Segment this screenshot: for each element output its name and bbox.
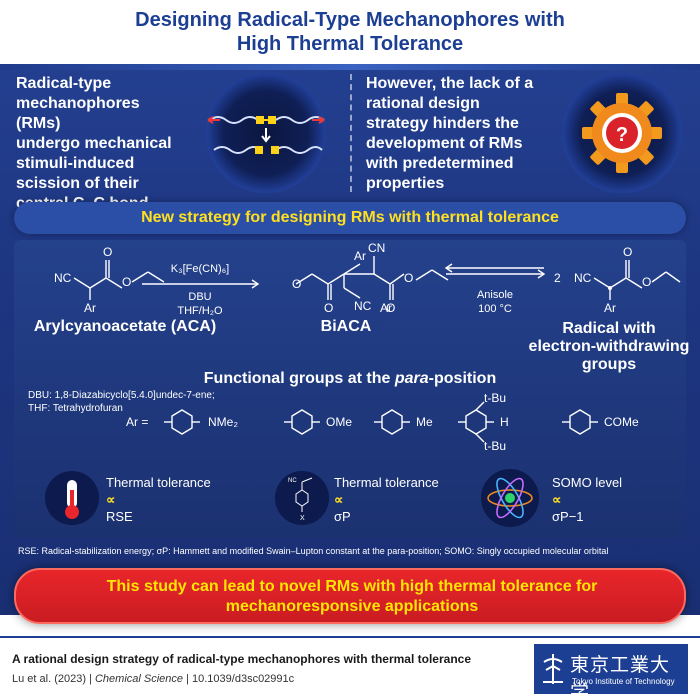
correlation-somo: SOMO level ∝ σP−1: [552, 474, 622, 525]
university-emblem-icon: [543, 654, 563, 684]
radical-label: Radical with electron-withdrawing groups: [528, 320, 690, 373]
abbrev-thf: THF: Tetrahydrofuran: [28, 403, 123, 414]
correlation-sigma: Thermal tolerance ∝ σP: [334, 474, 439, 525]
institution-logo: 東京工業大学 Tokyo Institute of Technology: [534, 644, 688, 700]
intro-left-text: Radical-type mechanophores (RMs) undergo…: [16, 75, 172, 212]
atom-orbital-icon: [481, 469, 539, 527]
biaca-o-right: O: [404, 271, 413, 285]
gear-question-icon: ?: [562, 73, 682, 193]
biaca-o-left: O: [292, 277, 301, 291]
ar-equals-label: Ar =: [126, 415, 148, 429]
radical-coefficient: 2: [554, 271, 561, 285]
aca-icon-x: X: [300, 515, 305, 522]
thermometer-icon: [45, 471, 99, 525]
biaca-o-right-carbonyl: O: [386, 301, 395, 315]
group-nme2: NMe₂: [208, 415, 238, 429]
title-band: [0, 0, 700, 64]
proportional-symbol-2: ∝: [334, 492, 344, 507]
conclusion-banner: This study can lead to novel RMs with hi…: [14, 568, 686, 624]
citation-authors: Lu et al. (2023): [12, 673, 86, 685]
citation: Lu et al. (2023) | Chemical Science | 10…: [12, 673, 295, 685]
footer-divider: [0, 636, 700, 638]
reaction-scheme-panel: [14, 240, 686, 538]
correlation-rse-value: RSE: [106, 509, 133, 524]
proportional-symbol-1: ∝: [106, 492, 116, 507]
aryl-group-row: Ar = NMe₂ OMe Me H t-Bu t-Bu COMe: [126, 392, 639, 453]
title-line-2: High Thermal Tolerance: [236, 33, 464, 55]
conclusion-line-2: mechanoresponsive applications: [225, 598, 479, 615]
proportional-symbol-3: ∝: [552, 492, 562, 507]
correlation-rse: Thermal tolerance ∝ RSE: [106, 474, 211, 525]
group-tbu-top: t-Bu: [484, 392, 506, 405]
radical-o-ester: O: [642, 275, 651, 289]
aca-structure-icon: NC X: [275, 471, 329, 525]
gear-question-mark: ?: [616, 124, 628, 146]
mechanophore-scission-illustration: [206, 73, 326, 193]
radical-nc-label: NC: [574, 271, 592, 285]
biaca-ar-bottom: Ar: [380, 301, 392, 315]
biaca-o-left-carbonyl: O: [324, 301, 333, 315]
title-line-1: Designing Radical-Type Mechanophores wit…: [135, 9, 565, 31]
aca-icon-nc: NC: [288, 478, 297, 484]
condition-temp: 100 °C: [478, 303, 512, 315]
biaca-ar-top: Ar: [354, 249, 366, 263]
intro-divider: [350, 74, 352, 192]
institution-name-en: Tokyo Institute of Technology: [572, 677, 675, 686]
reagent-base: DBU: [188, 291, 211, 303]
group-h: H: [500, 415, 509, 429]
correlation-somo-value: σP−1: [552, 509, 584, 524]
citation-doi[interactable]: 10.1039/d3sc02991c: [192, 673, 295, 685]
correlation-sigma-value: σP: [334, 509, 351, 524]
aca-ar-label: Ar: [84, 301, 96, 315]
citation-journal: Chemical Science: [94, 673, 184, 685]
aca-label: Arylcyanoacetate (ACA): [33, 318, 217, 335]
aca-o-ester: O: [122, 275, 131, 289]
biaca-label: BiACA: [320, 318, 372, 335]
paper-title: A rational design strategy of radical-ty…: [12, 652, 471, 666]
reaction-scheme: NC O O Ar K₃[Fe(CN)₆] DBU THF/H₂O O O Ar…: [54, 241, 681, 317]
radical-ar-label: Ar: [604, 301, 616, 315]
condition-solvent: Anisole: [477, 289, 513, 301]
radical-dot: [608, 286, 612, 290]
conclusion-line-1: This study can lead to novel RMs with hi…: [106, 578, 598, 595]
intro-right-text: However, the lack of a rational design s…: [366, 75, 534, 192]
correlation-sigma-title: Thermal tolerance: [334, 475, 439, 490]
footnote: RSE: Radical-stabilization energy; σP: H…: [18, 546, 609, 556]
top-stripe: [0, 64, 700, 70]
correlation-rse-title: Thermal tolerance: [106, 475, 211, 490]
institution-name-jp: 東京工業大学: [570, 654, 671, 700]
correlation-somo-title: SOMO level: [552, 475, 623, 490]
group-come: COMe: [604, 415, 639, 429]
functional-groups-heading: Functional groups at the para-position: [203, 370, 497, 387]
group-me: Me: [416, 415, 433, 429]
group-tbu-bottom: t-Bu: [484, 439, 506, 453]
biaca-cn-top: CN: [368, 241, 385, 255]
aca-nc-label: NC: [54, 271, 72, 285]
biaca-nc-bottom: NC: [354, 299, 372, 313]
group-ome: OMe: [326, 415, 352, 429]
reagent-solvent: THF/H₂O: [177, 305, 223, 317]
aca-o-carbonyl: O: [103, 245, 112, 259]
radical-o-carbonyl: O: [623, 245, 632, 259]
strategy-banner: New strategy for designing RMs with ther…: [14, 202, 686, 234]
abbrev-dbu: DBU: 1,8-Diazabicyclo[5.4.0]undec-7-ene;: [28, 390, 215, 401]
reagent-oxidant: K₃[Fe(CN)₆]: [171, 263, 229, 275]
abbreviation-notes: DBU: 1,8-Diazabicyclo[5.4.0]undec-7-ene;…: [28, 389, 215, 415]
